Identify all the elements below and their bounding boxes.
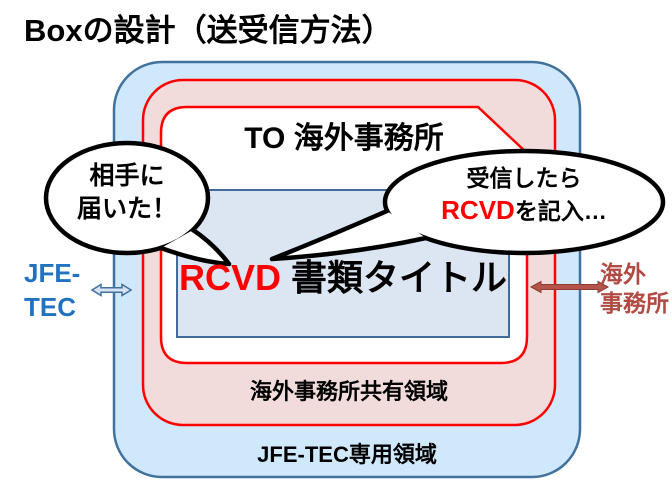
bubble-left-line1: 相手に — [89, 162, 165, 190]
shared-zone-label: 海外事務所共有領域 — [249, 379, 448, 404]
page-title: Boxの設計（送受信方法） — [24, 13, 393, 48]
actor-jfe-line2: TEC — [24, 292, 76, 322]
actor-jfe-tec-label: JFE- TEC — [24, 256, 80, 324]
speech-bubble-left — [43, 140, 232, 267]
actor-jfe-line1: JFE- — [24, 258, 81, 288]
jfe-transfer-double-arrow-icon — [90, 283, 133, 297]
bubble-right-line2-rest: を記入… — [514, 198, 607, 224]
speech-bubble-right-tail — [272, 211, 426, 259]
bubble-right-rcvd: RCVD — [441, 195, 515, 225]
actor-overseas-line2: 事務所 — [600, 290, 669, 316]
speech-bubble-right — [269, 148, 666, 262]
bubble-left-line2: 届いた！ — [76, 195, 177, 223]
speech-bubble-right-text: 受信したら RCVDを記入… — [390, 162, 658, 227]
bubble-right-line1: 受信したら — [466, 165, 582, 191]
actor-overseas-office-label: 海外 事務所 — [600, 260, 669, 318]
jfe-zone-label: JFE-TEC専用領域 — [257, 442, 437, 467]
speech-bubble-left-tail — [161, 230, 229, 264]
rcvd-stamp: RCVD — [178, 257, 281, 298]
speech-bubble-right-body — [382, 148, 666, 256]
speech-bubble-left-tail-outline — [158, 227, 232, 267]
overseas-transfer-double-arrow-icon — [529, 280, 610, 294]
speech-bubble-right-tail-outline — [269, 208, 429, 262]
actor-overseas-line1: 海外 — [600, 261, 646, 287]
bubble-right-line2: RCVDを記入… — [390, 194, 658, 227]
speech-bubble-left-body — [43, 140, 211, 256]
document-title-text: 書類タイトル — [291, 257, 508, 298]
speech-bubble-left-text: 相手に 届いた！ — [45, 160, 209, 226]
document-to-header: TO 海外事務所 — [244, 122, 444, 155]
